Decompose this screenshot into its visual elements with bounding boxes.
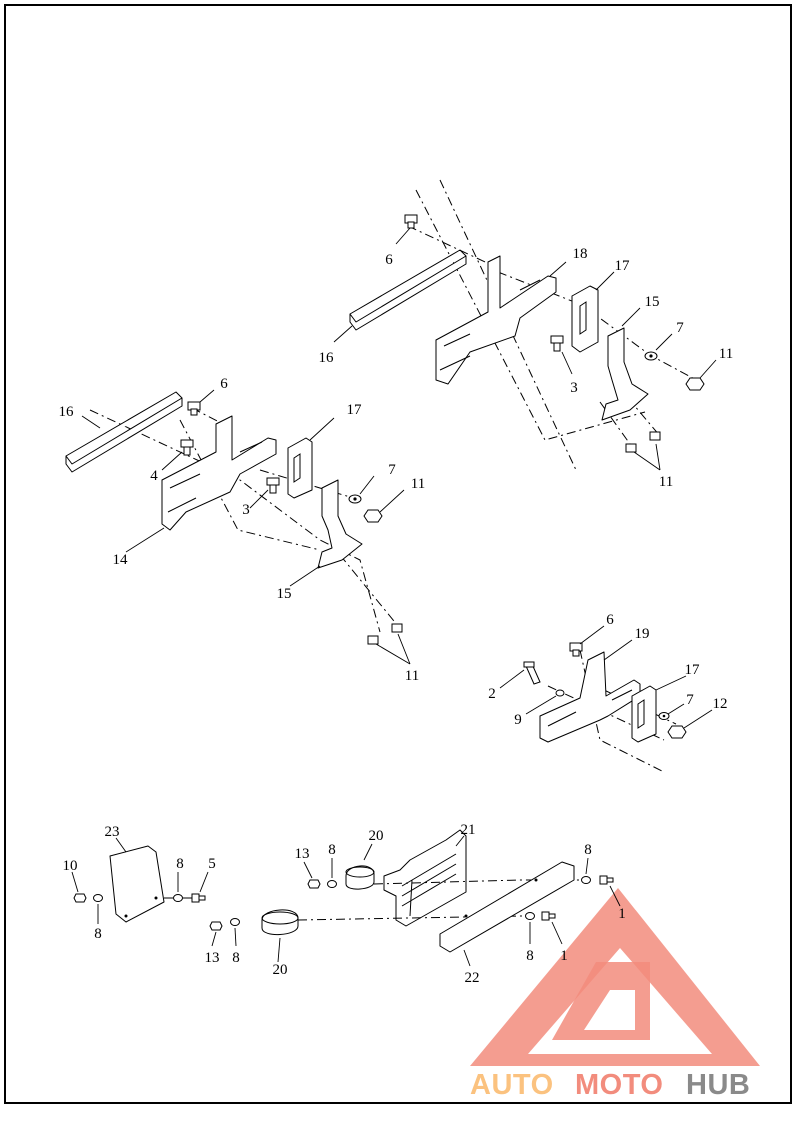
callout-18: 18 xyxy=(573,246,588,262)
callout-19: 19 xyxy=(635,626,650,642)
watermark-logo xyxy=(470,888,760,1066)
callout-8: 8 xyxy=(584,842,592,858)
callout-6: 6 xyxy=(220,376,228,392)
callout-15: 15 xyxy=(645,294,660,310)
watermark-hub: HUB xyxy=(686,1069,750,1101)
bolt-6a xyxy=(404,214,418,229)
callout-1: 1 xyxy=(618,906,626,922)
washer-8a xyxy=(93,894,103,902)
callout-3: 3 xyxy=(242,502,250,518)
washer-8b xyxy=(173,894,183,902)
bolt-3b xyxy=(266,477,280,494)
callout-6: 6 xyxy=(385,252,393,268)
callout-13: 13 xyxy=(295,846,310,862)
callout-16: 16 xyxy=(59,404,75,420)
washer-8d xyxy=(230,918,240,926)
callout-6: 6 xyxy=(606,612,614,628)
washer-8c xyxy=(327,880,337,888)
washer-9 xyxy=(555,689,565,697)
callout-20: 20 xyxy=(273,962,288,978)
callout-22: 22 xyxy=(465,970,480,986)
nut-11c xyxy=(649,431,661,441)
bolt-5 xyxy=(191,893,206,903)
callout-11: 11 xyxy=(719,346,733,362)
clamp-20a xyxy=(345,865,375,890)
callout-17: 17 xyxy=(685,662,701,678)
plate-22 xyxy=(439,861,575,953)
bolt-1a xyxy=(599,875,614,885)
callout-14: 14 xyxy=(113,552,129,568)
callout-16: 16 xyxy=(319,350,335,366)
assembly-c xyxy=(523,642,687,773)
bolt-6c xyxy=(569,642,583,657)
nut-11d xyxy=(363,509,383,523)
bracket-18 xyxy=(435,255,557,385)
watermark-moto: MOTO xyxy=(575,1069,663,1101)
spacer-bar-16b xyxy=(65,391,183,473)
watermark-text: AUTO MOTO HUB xyxy=(470,1069,750,1101)
nut-11e xyxy=(367,635,379,645)
bolt-4 xyxy=(180,439,194,456)
nut-13a xyxy=(307,879,321,889)
bracket-15b xyxy=(317,479,363,569)
assembly-b xyxy=(65,391,403,645)
nut-13b xyxy=(209,921,223,931)
callout-8: 8 xyxy=(526,948,534,964)
callout-9: 9 xyxy=(514,712,522,728)
callout-7: 7 xyxy=(676,320,684,336)
callout-11: 11 xyxy=(411,476,425,492)
nut-10 xyxy=(73,893,87,903)
bolt-1b xyxy=(541,911,556,921)
nut-11b xyxy=(625,443,637,453)
washer-8f xyxy=(525,912,535,920)
callout-23: 23 xyxy=(105,824,120,840)
callout-11: 11 xyxy=(405,668,419,684)
callout-12: 12 xyxy=(713,696,728,712)
washer-8e xyxy=(581,876,591,884)
bolt-2 xyxy=(523,661,541,685)
bracket-21 xyxy=(383,829,467,927)
callout-1: 1 xyxy=(560,948,568,964)
clamp-20b xyxy=(261,909,299,935)
callout-21: 21 xyxy=(461,822,476,838)
diagram-frame xyxy=(4,4,792,1104)
callout-8: 8 xyxy=(94,926,102,942)
bracket-19 xyxy=(539,651,641,743)
callout-11: 11 xyxy=(659,474,673,490)
callout-8: 8 xyxy=(232,950,240,966)
plate-17a xyxy=(571,285,599,353)
callout-13: 13 xyxy=(205,950,220,966)
callout-15: 15 xyxy=(277,586,292,602)
callout-20: 20 xyxy=(369,828,384,844)
assembly-d xyxy=(73,829,614,953)
callout-17: 17 xyxy=(347,402,363,418)
bracket-15a xyxy=(601,327,649,421)
assembly-a xyxy=(349,179,705,471)
plate-23 xyxy=(109,845,165,923)
bolt-3a xyxy=(550,335,564,352)
callout-7: 7 xyxy=(686,692,694,708)
bracket-14 xyxy=(161,415,277,531)
spacer-bar-16a xyxy=(349,249,467,331)
callout-17: 17 xyxy=(615,258,631,274)
callout-8: 8 xyxy=(176,856,184,872)
callout-10: 10 xyxy=(63,858,78,874)
callout-5: 5 xyxy=(208,856,216,872)
callout-8: 8 xyxy=(328,842,336,858)
nut-12 xyxy=(667,725,687,739)
bolt-6b xyxy=(187,401,201,416)
callout-3: 3 xyxy=(570,380,578,396)
callout-labels: 6 16 18 17 15 7 11 3 11 16 6 17 4 7 11 3… xyxy=(59,246,734,986)
callout-7: 7 xyxy=(388,462,396,478)
callout-2: 2 xyxy=(488,686,496,702)
nut-11f xyxy=(391,623,403,633)
watermark-auto: AUTO xyxy=(470,1069,554,1101)
nut-11a xyxy=(685,377,705,391)
callout-4: 4 xyxy=(150,468,158,484)
leader-lines xyxy=(71,227,717,967)
